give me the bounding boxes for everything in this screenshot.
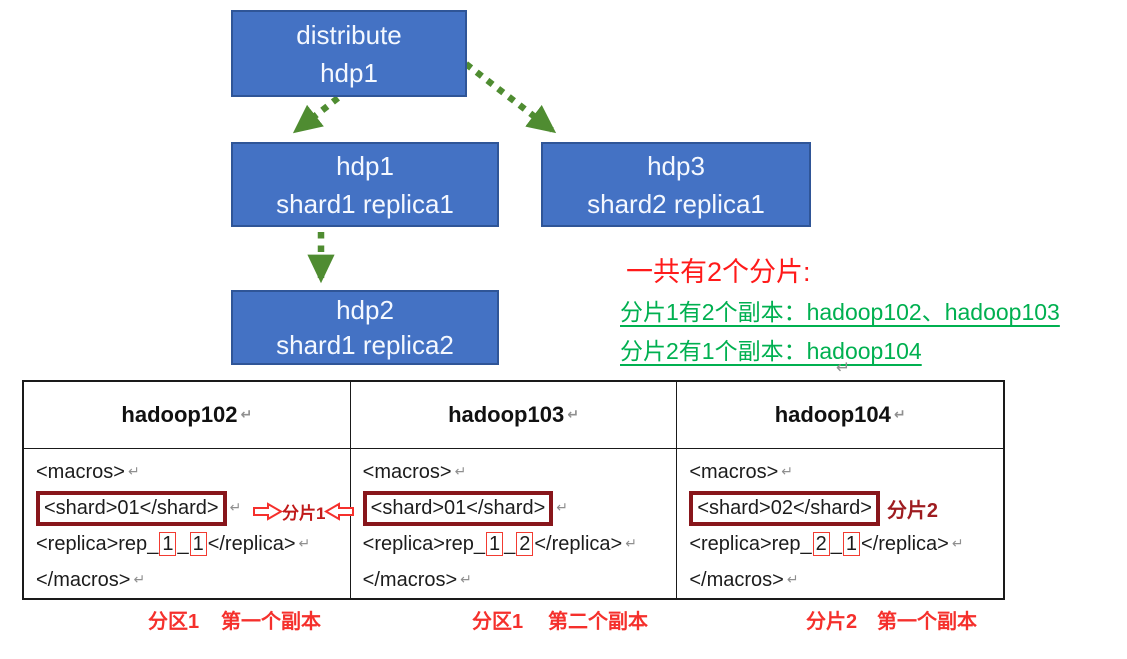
return-mark: ↵ xyxy=(567,407,579,423)
separator: _ xyxy=(504,532,516,555)
note-shard2-replicas: 分片2有1个副本：hadoop104 xyxy=(620,338,922,364)
macros-close-text: </macros> xyxy=(362,568,458,591)
hollow-arrow-right-icon xyxy=(253,502,283,521)
node-label-line2: shard1 replica2 xyxy=(276,329,454,360)
shard-config-box: <shard>01</shard> xyxy=(362,490,554,526)
table-column-hadoop104: hadoop104↵ <macros>↵ <shard>02</shard>分片… xyxy=(677,382,1004,598)
table-column-hadoop102: hadoop102↵ <macros>↵ <shard>01</shard>↵ … xyxy=(24,382,350,598)
return-mark: ↵ xyxy=(460,572,472,588)
separator: _ xyxy=(473,532,485,555)
note-shard1-replicas: 分片1有2个副本：hadoop102、hadoop103 xyxy=(620,299,1060,325)
arrow-distribute-to-hdp3 xyxy=(464,61,557,134)
replica-open-text: <replica>rep xyxy=(689,532,801,555)
label-c1-partition1: 分区1 xyxy=(148,611,200,633)
label-c2-partition1: 分区1 xyxy=(472,611,524,633)
shard-line: <shard>01</shard>↵ xyxy=(36,490,350,526)
return-mark: ↵ xyxy=(556,500,568,516)
column-body: <macros>↵ <shard>01</shard>↵ <replica>re… xyxy=(24,449,350,598)
replica-line: <replica>rep_1_1</replica>↵ xyxy=(36,526,350,562)
node-distribute-hdp1: distribute hdp1 xyxy=(231,10,467,97)
column-body: <macros>↵ <shard>02</shard>分片2 <replica>… xyxy=(677,449,1003,598)
arrow-distribute-to-hdp1 xyxy=(292,95,340,134)
node-label-line1: hdp1 xyxy=(336,150,394,181)
node-hdp1-shard1-replica1: hdp1 shard1 replica1 xyxy=(231,142,499,227)
return-mark: ↵ xyxy=(781,464,794,480)
macros-open-line: <macros>↵ xyxy=(363,454,677,490)
note-title-shard-count: 一共有2个分片: xyxy=(626,257,811,287)
macros-close-text: </macros> xyxy=(689,568,784,591)
return-mark: ↵ xyxy=(951,536,964,552)
return-mark: ↵ xyxy=(133,572,146,588)
shard-digit-box: 1 xyxy=(159,532,177,556)
shard-line: <shard>02</shard> 分片2 xyxy=(689,490,1003,526)
node-label-line1: hdp2 xyxy=(336,294,394,325)
node-label-line2: shard2 replica1 xyxy=(587,188,765,219)
column-header: hadoop102↵ xyxy=(24,382,350,449)
macros-close-line: </macros>↵ xyxy=(363,562,677,598)
replica-open-text: <replica>rep xyxy=(36,532,148,555)
replica-digit-box: 1 xyxy=(189,532,207,556)
return-mark: ↵ xyxy=(298,536,311,552)
macros-open-line: <macros>↵ xyxy=(689,454,1003,490)
replica-open-text: <replica>rep xyxy=(362,532,474,555)
return-mark: ↵ xyxy=(127,464,140,480)
host-name: hadoop102 xyxy=(121,402,238,427)
return-mark: ↵ xyxy=(454,464,467,480)
shard-digit-box: 1 xyxy=(485,532,504,556)
node-hdp3-shard2-replica1: hdp3 shard2 replica1 xyxy=(541,142,811,227)
macros-open-text: <macros> xyxy=(689,460,779,483)
node-hdp2-shard1-replica2: hdp2 shard1 replica2 xyxy=(231,290,499,365)
hollow-arrow-left-icon xyxy=(324,502,355,521)
label-c3-first-replica: 第一个副本 xyxy=(877,611,977,633)
return-mark: ↵ xyxy=(786,572,799,588)
shard-config-box: <shard>01</shard> xyxy=(36,490,227,526)
host-name: hadoop104 xyxy=(774,402,891,427)
shard-config-box: <shard>02</shard> xyxy=(689,490,880,526)
return-mark: ↵ xyxy=(229,500,242,516)
column-header: hadoop104↵ xyxy=(677,382,1004,449)
return-mark: ↵ xyxy=(240,407,253,423)
paragraph-return-mark: ↵ xyxy=(836,358,851,377)
replica-line: <replica>rep_1_2</replica>↵ xyxy=(363,526,677,562)
label-c2-second-replica: 第二个副本 xyxy=(548,611,648,633)
return-mark: ↵ xyxy=(625,536,637,552)
separator: _ xyxy=(147,532,159,555)
host-name: hadoop103 xyxy=(448,402,565,427)
return-mark: ↵ xyxy=(893,407,906,423)
separator: _ xyxy=(830,532,842,555)
shard1-link-annotation: 分片1 xyxy=(253,499,355,524)
separator: _ xyxy=(177,532,189,555)
separator: _ xyxy=(800,532,812,555)
macros-open-text: <macros> xyxy=(36,460,125,483)
node-label-line1: hdp3 xyxy=(647,150,705,181)
replica-digit-box: 2 xyxy=(516,532,534,556)
replica-close-text: </replica> xyxy=(534,532,623,555)
macros-config-table: hadoop102↵ <macros>↵ <shard>01</shard>↵ … xyxy=(22,380,1005,600)
column-header: hadoop103↵ xyxy=(350,382,677,449)
replica-close-text: </replica> xyxy=(207,532,296,555)
node-label-line2: shard1 replica1 xyxy=(276,188,454,219)
shard-digit-box: 2 xyxy=(812,532,830,556)
label-c1-first-replica: 第一个副本 xyxy=(221,611,321,633)
replica-digit-box: 1 xyxy=(842,532,861,556)
column-body: <macros>↵ <shard>01</shard>↵ <replica>re… xyxy=(351,449,677,598)
shard2-inline-label: 分片2 xyxy=(886,499,939,522)
shard1-label: 分片1 xyxy=(282,504,326,523)
table-column-hadoop103: hadoop103↵ <macros>↵ <shard>01</shard>↵ … xyxy=(349,382,678,598)
replica-line: <replica>rep_2_1</replica>↵ xyxy=(689,526,1003,562)
macros-open-text: <macros> xyxy=(362,460,452,483)
replica-close-text: </replica> xyxy=(861,532,949,555)
node-label-line1: distribute xyxy=(296,19,402,50)
node-label-line2: hdp1 xyxy=(320,57,378,88)
macros-close-text: </macros> xyxy=(36,568,131,591)
macros-close-line: </macros>↵ xyxy=(689,562,1003,598)
shard-line: <shard>01</shard>↵ xyxy=(362,490,677,526)
macros-close-line: </macros>↵ xyxy=(36,562,350,598)
macros-open-line: <macros>↵ xyxy=(36,454,350,490)
label-c3-shard2: 分片2 xyxy=(806,611,858,633)
